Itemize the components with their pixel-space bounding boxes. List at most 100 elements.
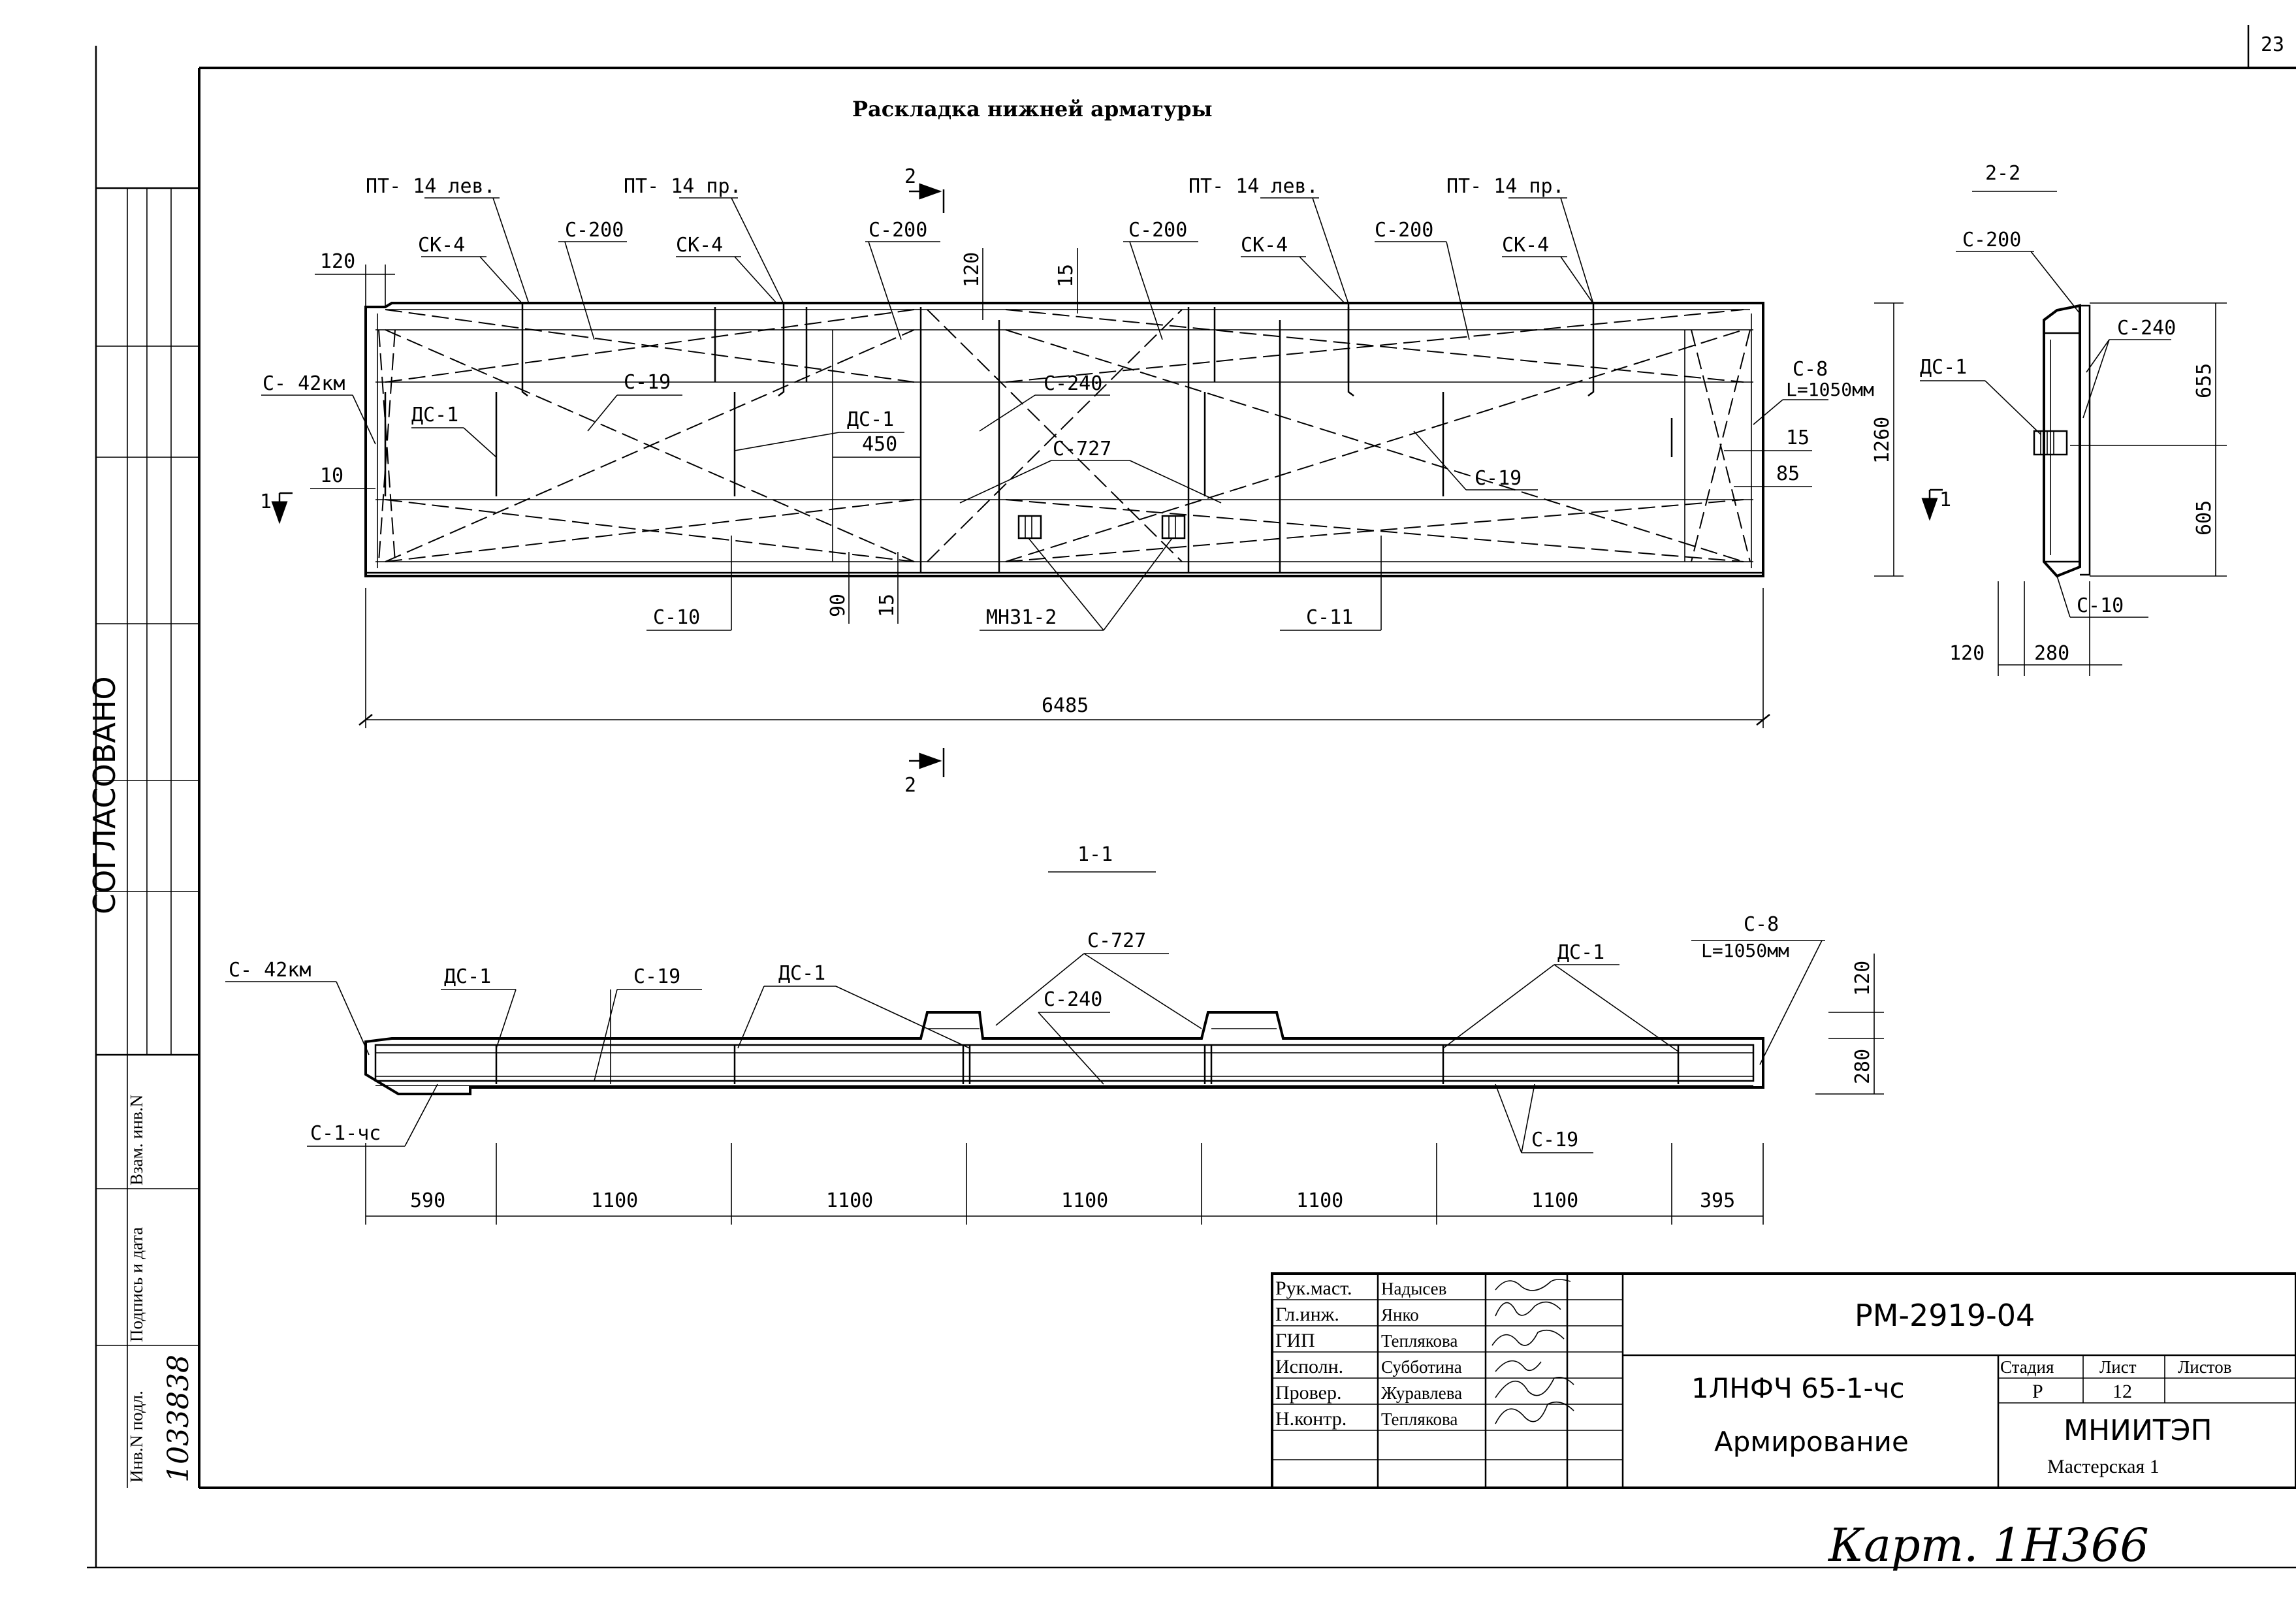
tb-stage-label: Стадия xyxy=(2000,1357,2054,1377)
dim-85: 85 xyxy=(1776,462,1800,485)
label-c42km: С- 42км xyxy=(263,372,345,395)
dim-10: 10 xyxy=(320,464,343,487)
section-1-1: 1-1 С- 42км ДС-1 С-19 xyxy=(225,843,1884,1225)
section-2-top: 2 xyxy=(904,165,916,188)
label-dc1-1: ДС-1 xyxy=(411,404,458,426)
label-c10: С-10 xyxy=(653,606,700,629)
section-1-1-leaders: С- 42км ДС-1 С-19 ДС-1 С-727 С-240 ДС-1 xyxy=(225,913,1825,1153)
label-c727: С-727 xyxy=(1053,438,1111,460)
section-1-1-label-c42km: С- 42км xyxy=(229,959,311,982)
section-1-1-span-4: 1100 xyxy=(1296,1189,1343,1212)
label-c200-1: С-200 xyxy=(565,219,624,242)
dim-120-top: 120 xyxy=(961,252,983,287)
tb-role-2: ГИП xyxy=(1275,1330,1315,1351)
inv-number: 1033838 xyxy=(162,1355,195,1483)
plan-leaders: ПТ- 14 лев. ПТ- 14 пр. ПТ- 14 лев. ПТ- 1… xyxy=(261,175,1874,631)
label-c200-4: С-200 xyxy=(1375,219,1433,242)
section-1-1-span-1: 1100 xyxy=(591,1189,638,1212)
section-1-1-label-dc1-c: ДС-1 xyxy=(1557,941,1604,964)
section-1-1-label-dc1-a: ДС-1 xyxy=(444,965,491,988)
section-2-bottom: 2 xyxy=(904,774,916,797)
sign-label: Подпись и дата xyxy=(127,1227,146,1342)
label-ck4-3: СК-4 xyxy=(1241,234,1288,257)
tb-name-5: Теплякова xyxy=(1381,1409,1458,1429)
section-1-1-span-2: 1100 xyxy=(826,1189,873,1212)
signatures xyxy=(1491,1279,1574,1424)
label-c11: С-11 xyxy=(1306,606,1353,629)
plan-view: Раскладка нижней арматуры xyxy=(260,97,1904,797)
section-2-2-arrow-1: 1 xyxy=(1939,489,1951,511)
tb-org: МНИИТЭП xyxy=(2064,1414,2212,1447)
section-1-1-span-0: 590 xyxy=(410,1189,445,1212)
replace-label: Взам. инв.N xyxy=(127,1095,146,1185)
title-block: Рук.маст. Гл.инж. ГИП Исполн. Провер. Н.… xyxy=(1271,1272,2296,1489)
tb-sheets-label: Листов xyxy=(2178,1357,2231,1377)
section-1-1-label-c1chs: С-1-чс xyxy=(310,1122,381,1145)
section-1-1-label-c240: С-240 xyxy=(1044,988,1102,1011)
section-1-1-span-3: 1100 xyxy=(1061,1189,1108,1212)
tb-role-1: Гл.инж. xyxy=(1275,1304,1339,1325)
section-2-2-dim-120: 120 xyxy=(1949,642,1985,665)
section-2-2-dim-605: 605 xyxy=(2193,500,2216,536)
tb-workshop: Мастерская 1 xyxy=(2047,1456,2160,1477)
dim-15-right: 15 xyxy=(1786,426,1810,449)
section-1-1-title: 1-1 xyxy=(1077,843,1113,866)
label-c200-3: С-200 xyxy=(1128,219,1187,242)
section-1-1-dim-280: 280 xyxy=(1851,1049,1874,1084)
section-1-1-span-6: 395 xyxy=(1700,1189,1735,1212)
tb-name-4: Журавлева xyxy=(1381,1383,1462,1403)
label-pt14-left-1: ПТ- 14 лев. xyxy=(366,175,496,198)
dim-90: 90 xyxy=(827,594,850,617)
label-mn31: МН31-2 xyxy=(986,606,1057,629)
label-pt14-left-2: ПТ- 14 лев. xyxy=(1188,175,1318,198)
tb-name-0: Надысев xyxy=(1381,1279,1446,1298)
dim-1260: 1260 xyxy=(1871,417,1894,464)
label-c8: С-8 xyxy=(1793,358,1828,381)
left-approval-strip: СОГЛАСОВАНО Инв.N подл. Подпись и дата В… xyxy=(87,187,199,1488)
section-2-2-label-c10: С-10 xyxy=(2077,594,2124,617)
tb-product: 1ЛНФЧ 65-1-чс xyxy=(1691,1372,1905,1404)
section-1-1-span-5: 1100 xyxy=(1531,1189,1578,1212)
tb-code: РМ-2919-04 xyxy=(1855,1298,2035,1333)
label-c240: С-240 xyxy=(1044,372,1102,395)
label-dc1-2: ДС-1 xyxy=(847,408,894,431)
tb-role-3: Исполн. xyxy=(1275,1356,1343,1377)
section-1-1-label-c8-length: L=1050мм xyxy=(1701,940,1789,961)
label-ck4-1: СК-4 xyxy=(418,234,465,257)
section-2-2-dim-655: 655 xyxy=(2193,363,2216,398)
section-2-2-label-dc1: ДС-1 xyxy=(1920,356,1967,379)
section-1-1-label-c19-a: С-19 xyxy=(633,965,680,988)
tb-stage: Р xyxy=(2032,1381,2043,1402)
section-2-2-label-c240: С-240 xyxy=(2117,317,2176,340)
section-1-1-label-dc1-b: ДС-1 xyxy=(778,962,825,985)
tb-subject: Армирование xyxy=(1714,1426,1909,1458)
section-1-1-label-c727: С-727 xyxy=(1087,929,1146,952)
dim-120-left: 120 xyxy=(320,250,355,273)
label-pt14-right-2: ПТ- 14 пр. xyxy=(1446,175,1565,198)
label-c200-2: С-200 xyxy=(869,219,927,242)
section-2-2-dim-280: 280 xyxy=(2034,642,2069,665)
dim-15-bottom: 15 xyxy=(876,594,899,617)
label-c8-length: L=1050мм xyxy=(1786,379,1874,400)
plan-dimensions: 120 120 15 10 450 90 15 15 85 1260 xyxy=(310,248,1904,728)
label-ck4-4: СК-4 xyxy=(1502,234,1549,257)
tb-sheet-label: Лист xyxy=(2099,1357,2137,1377)
inv-label: Инв.N подл. xyxy=(127,1390,146,1483)
label-pt14-right-1: ПТ- 14 пр. xyxy=(624,175,742,198)
tb-name-3: Субботина xyxy=(1381,1357,1462,1377)
page-number-fragment: 23 xyxy=(2261,33,2284,56)
section-2-2-label-c200: С-200 xyxy=(1962,229,2021,251)
section-1-1-label-c19-b: С-19 xyxy=(1531,1129,1578,1151)
dim-6485: 6485 xyxy=(1042,694,1089,717)
dim-450: 450 xyxy=(862,433,897,456)
tb-name-2: Теплякова xyxy=(1381,1331,1458,1351)
label-ck4-2: СК-4 xyxy=(676,234,723,257)
tb-role-5: Н.контр. xyxy=(1275,1408,1347,1430)
card-note: Карт. 1Н366 xyxy=(1827,1519,2149,1572)
label-c19-1: С-19 xyxy=(624,371,671,394)
section-1-left: 1 xyxy=(260,490,272,513)
section-2-2: 2-2 С-200 С-240 ДС-1 С-10 1 655 605 xyxy=(1920,162,2227,676)
section-1-1-dimensions: 120 280 590 1100 1100 1100 1100 1100 395 xyxy=(365,954,1884,1225)
approved-label: СОГЛАСОВАНО xyxy=(87,676,122,914)
